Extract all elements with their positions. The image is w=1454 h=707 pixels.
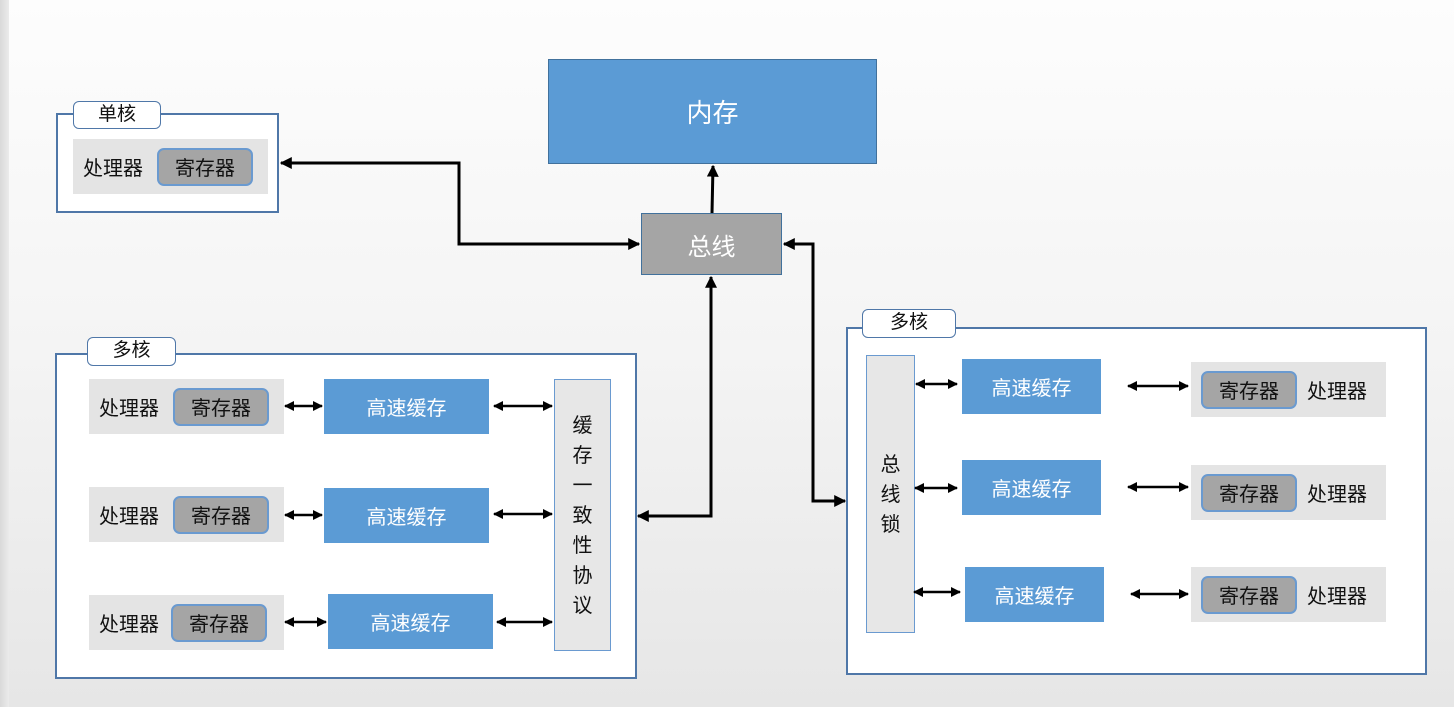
register-box: 寄存器 bbox=[157, 147, 253, 186]
multi-core-right-group: 总 线 锁 高速缓存 寄存器 处理器 高速缓存 寄存器 处理器 高速缓存 寄存器… bbox=[846, 327, 1427, 675]
register-label: 寄存器 bbox=[191, 396, 251, 420]
multi-core-left-tag-label: 多核 bbox=[112, 339, 151, 361]
protocol-char: 性 bbox=[572, 533, 593, 557]
cache-box: 高速缓存 bbox=[324, 379, 489, 434]
memory-label: 内存 bbox=[686, 99, 739, 129]
register-label: 寄存器 bbox=[1219, 584, 1279, 608]
bus-lock-char: 线 bbox=[880, 482, 901, 506]
register-label: 寄存器 bbox=[1219, 379, 1279, 403]
register-box: 寄存器 bbox=[1201, 370, 1297, 409]
arrow-right-multicore-bus bbox=[782, 238, 847, 507]
protocol-char: 缓 bbox=[572, 413, 593, 437]
cache-box: 高速缓存 bbox=[962, 460, 1101, 515]
register-label: 寄存器 bbox=[189, 612, 249, 636]
register-box: 寄存器 bbox=[1201, 473, 1297, 512]
cache-coherence-protocol-box: 缓 存 一 致 性 协 议 bbox=[554, 379, 611, 651]
arrow-left-multicore-bus bbox=[636, 275, 717, 522]
cache-box: 高速缓存 bbox=[328, 594, 493, 649]
protocol-char: 议 bbox=[572, 593, 593, 617]
multi-core-left-tag: 多核 bbox=[87, 337, 176, 366]
protocol-char: 一 bbox=[572, 473, 593, 497]
multi-core-right-tag: 多核 bbox=[862, 309, 956, 338]
register-label: 寄存器 bbox=[1219, 482, 1279, 506]
protocol-char: 存 bbox=[572, 443, 593, 467]
register-box: 寄存器 bbox=[173, 495, 269, 534]
cache-box: 高速缓存 bbox=[324, 488, 489, 543]
processor-label: 处理器 bbox=[99, 504, 159, 528]
processor-block: 处理器 寄存器 bbox=[89, 487, 284, 542]
processor-label: 处理器 bbox=[99, 396, 159, 420]
processor-label: 处理器 bbox=[1307, 379, 1367, 403]
processor-label: 处理器 bbox=[99, 612, 159, 636]
cache-box: 高速缓存 bbox=[965, 567, 1104, 622]
multi-core-right-tag-label: 多核 bbox=[889, 311, 928, 333]
processor-block: 处理器 寄存器 bbox=[89, 595, 284, 650]
cache-label: 高速缓存 bbox=[370, 611, 451, 635]
processor-label: 处理器 bbox=[1307, 584, 1367, 608]
single-core-tag: 单核 bbox=[73, 101, 161, 129]
processor-block: 寄存器 处理器 bbox=[1191, 362, 1386, 417]
cache-box: 高速缓存 bbox=[962, 359, 1101, 414]
cache-label: 高速缓存 bbox=[994, 584, 1075, 608]
cache-label: 高速缓存 bbox=[366, 396, 447, 420]
protocol-char: 致 bbox=[572, 503, 593, 527]
single-core-group: 处理器 寄存器 bbox=[56, 113, 279, 213]
processor-block: 处理器 寄存器 bbox=[89, 379, 284, 434]
single-core-tag-label: 单核 bbox=[97, 103, 136, 125]
processor-label: 处理器 bbox=[1307, 482, 1367, 506]
register-box: 寄存器 bbox=[1201, 575, 1297, 614]
bus-box: 总线 bbox=[641, 213, 782, 275]
cache-label: 高速缓存 bbox=[366, 505, 447, 529]
multi-core-left-group: 处理器 寄存器 高速缓存 处理器 寄存器 高速缓存 处理器 寄存器 高速缓存 缓… bbox=[55, 353, 637, 679]
register-box: 寄存器 bbox=[171, 603, 267, 642]
bus-lock-box: 总 线 锁 bbox=[866, 355, 915, 633]
register-label: 寄存器 bbox=[191, 504, 251, 528]
processor-block: 寄存器 处理器 bbox=[1191, 567, 1386, 622]
protocol-char: 协 bbox=[572, 563, 593, 587]
processor-label: 处理器 bbox=[83, 156, 143, 180]
cache-label: 高速缓存 bbox=[991, 477, 1072, 501]
arrow-single-core-bus bbox=[279, 157, 641, 250]
arrow-bus-to-memory bbox=[706, 164, 719, 214]
bus-lock-char: 总 bbox=[880, 452, 901, 476]
register-label: 寄存器 bbox=[175, 156, 235, 180]
left-edge-bar bbox=[0, 0, 9, 707]
memory-box: 内存 bbox=[548, 59, 877, 164]
processor-block: 寄存器 处理器 bbox=[1191, 465, 1386, 520]
register-box: 寄存器 bbox=[173, 387, 269, 426]
processor-block: 处理器 寄存器 bbox=[73, 139, 268, 194]
cache-label: 高速缓存 bbox=[991, 376, 1072, 400]
bus-label: 总线 bbox=[687, 232, 736, 261]
bus-lock-char: 锁 bbox=[880, 512, 901, 536]
